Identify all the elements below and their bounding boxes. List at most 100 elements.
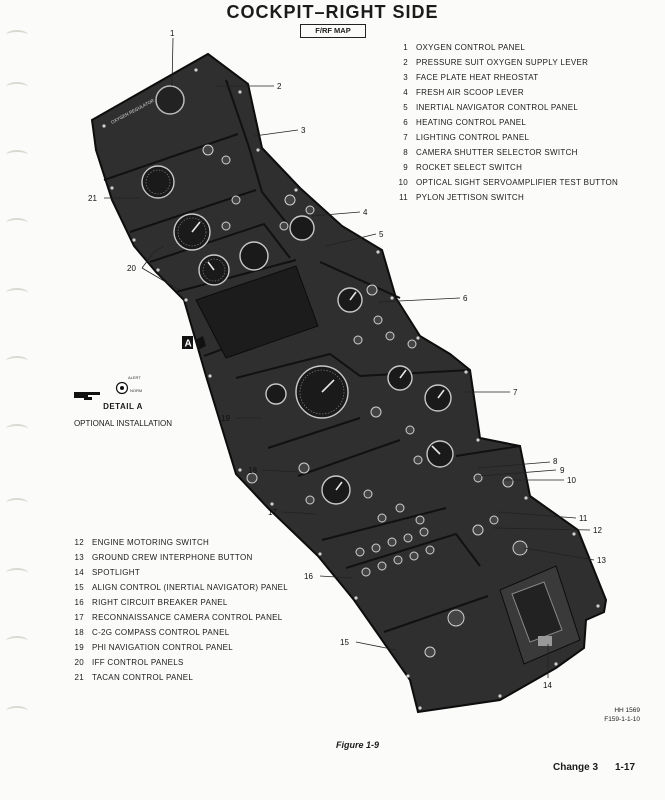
callout-4: 4 <box>363 208 368 217</box>
binder-hole <box>6 218 28 228</box>
legend-label: INERTIAL NAVIGATOR CONTROL PANEL <box>416 103 579 112</box>
legend-num: 2 <box>403 58 408 67</box>
legend-label: PHI NAVIGATION CONTROL PANEL <box>92 643 234 652</box>
legend-label: FACE PLATE HEAT RHEOSTAT <box>416 73 539 82</box>
callout-17: 17 <box>268 508 277 517</box>
legend-label: TACAN CONTROL PANEL <box>92 673 194 682</box>
spotlight-housing <box>511 581 563 643</box>
detail-a-knob-label-bottom: NORM <box>130 388 142 393</box>
instrument-dials <box>141 165 454 505</box>
callout-leaders <box>104 37 595 678</box>
callout-20: 20 <box>127 264 136 273</box>
binder-hole <box>6 424 28 434</box>
figure-caption: Figure 1-9 <box>336 740 380 750</box>
legend-num: 3 <box>403 73 408 82</box>
legend-num: 4 <box>403 88 408 97</box>
legend-num: 20 <box>74 658 84 667</box>
legend-num: 11 <box>399 193 408 202</box>
binder-hole <box>6 356 28 366</box>
callout-15: 15 <box>340 638 349 647</box>
binder-hole <box>6 706 28 716</box>
callout-16: 16 <box>304 572 313 581</box>
binder-hole <box>6 150 28 160</box>
binder-hole <box>6 82 28 92</box>
callout-13: 13 <box>597 556 606 565</box>
callout-5: 5 <box>379 230 384 239</box>
callout-7: 7 <box>513 388 518 397</box>
legend-label: CAMERA SHUTTER SELECTOR SWITCH <box>416 148 578 157</box>
page-title: COCKPIT–RIGHT SIDE <box>226 2 439 22</box>
legend-num: 19 <box>74 643 84 652</box>
detail-a-title: DETAIL A <box>103 402 143 411</box>
legend-num: 14 <box>74 568 84 577</box>
callout-19: 19 <box>221 414 230 423</box>
detail-a-marker-box <box>182 336 193 349</box>
legend-label: OXYGEN CONTROL PANEL <box>416 43 526 52</box>
dial-ticks <box>145 169 345 415</box>
legend-label: PYLON JETTISON SWITCH <box>416 193 525 202</box>
callout-11: 11 <box>579 514 588 523</box>
legend-label: RECONNAISSANCE CAMERA CONTROL PANEL <box>92 613 283 622</box>
small-knobs <box>202 144 528 658</box>
binder-hole <box>6 636 28 646</box>
callout-1: 1 <box>170 29 175 38</box>
spotlight-lamp <box>538 636 552 646</box>
legend-num: 5 <box>403 103 408 112</box>
legend-label: HEATING CONTROL PANEL <box>416 118 527 127</box>
dial-pointers <box>191 221 445 491</box>
legend-label: PRESSURE SUIT OXYGEN SUPPLY LEVER <box>416 58 589 67</box>
detail-a-knob-label-top: ALERT <box>128 375 141 380</box>
callout-21: 21 <box>88 194 97 203</box>
callout-18: 18 <box>248 466 257 475</box>
callout-3: 3 <box>301 126 306 135</box>
callout-10: 10 <box>567 476 576 485</box>
callout-2: 2 <box>277 82 282 91</box>
callout-12: 12 <box>593 526 602 535</box>
binder-hole <box>6 30 28 40</box>
pointing-hand-icon <box>74 392 100 400</box>
legend-label: FRESH AIR SCOOP LEVER <box>416 88 524 97</box>
legend-num: 13 <box>74 553 84 562</box>
binder-hole <box>6 498 28 508</box>
iff-panel-blank <box>195 265 319 359</box>
legend-num: 10 <box>398 178 408 187</box>
binder-hole <box>6 288 28 298</box>
legend-label: LIGHTING CONTROL PANEL <box>416 133 530 142</box>
console-panel <box>90 52 608 714</box>
legend-num: 15 <box>74 583 84 592</box>
legend-label: ROCKET SELECT SWITCH <box>416 163 523 172</box>
legend-label: ENGINE MOTORING SWITCH <box>92 538 210 547</box>
page-subtitle: F/RF MAP <box>300 24 366 38</box>
callout-6: 6 <box>463 294 468 303</box>
legend-label: ALIGN CONTROL (INERTIAL NAVIGATOR) PANEL <box>92 583 289 592</box>
panel-dividers <box>103 79 521 633</box>
legend-num: 17 <box>74 613 84 622</box>
detail-a-knob-center <box>120 386 124 390</box>
drawing-reference: HH 1569 F159-1-1-10 <box>590 706 640 724</box>
detail-a-block: DETAIL A OPTIONAL INSTALLATION <box>68 402 178 428</box>
legend-num: 9 <box>403 163 408 172</box>
oxygen-regulator-dial <box>155 85 185 115</box>
legend-num: 1 <box>403 43 408 52</box>
detail-a-arrow-icon <box>195 336 206 350</box>
legend-num: 18 <box>74 628 84 637</box>
legend-num: 6 <box>403 118 408 127</box>
legend-num: 7 <box>403 133 408 142</box>
legend-label: GROUND CREW INTERPHONE BUTTON <box>92 553 253 562</box>
detail-a-caption: OPTIONAL INSTALLATION <box>73 419 173 428</box>
page-number: 1-17 <box>615 762 636 773</box>
drawing-ref-2: F159-1-1-10 <box>604 716 640 723</box>
legend-num: 16 <box>74 598 84 607</box>
legend-num: 8 <box>403 148 408 157</box>
legend-num: 21 <box>74 673 84 682</box>
drawing-ref-1: HH 1569 <box>614 707 640 714</box>
legend-label: IFF CONTROL PANELS <box>92 658 184 667</box>
callout-8: 8 <box>553 457 558 466</box>
panel-screws <box>102 68 600 710</box>
legend-label: SPOTLIGHT <box>92 568 141 577</box>
callout-14: 14 <box>543 681 552 690</box>
legend-num: 12 <box>74 538 84 547</box>
legend-label: C-2G COMPASS CONTROL PANEL <box>92 628 230 637</box>
change-number: Change 3 <box>553 762 599 773</box>
